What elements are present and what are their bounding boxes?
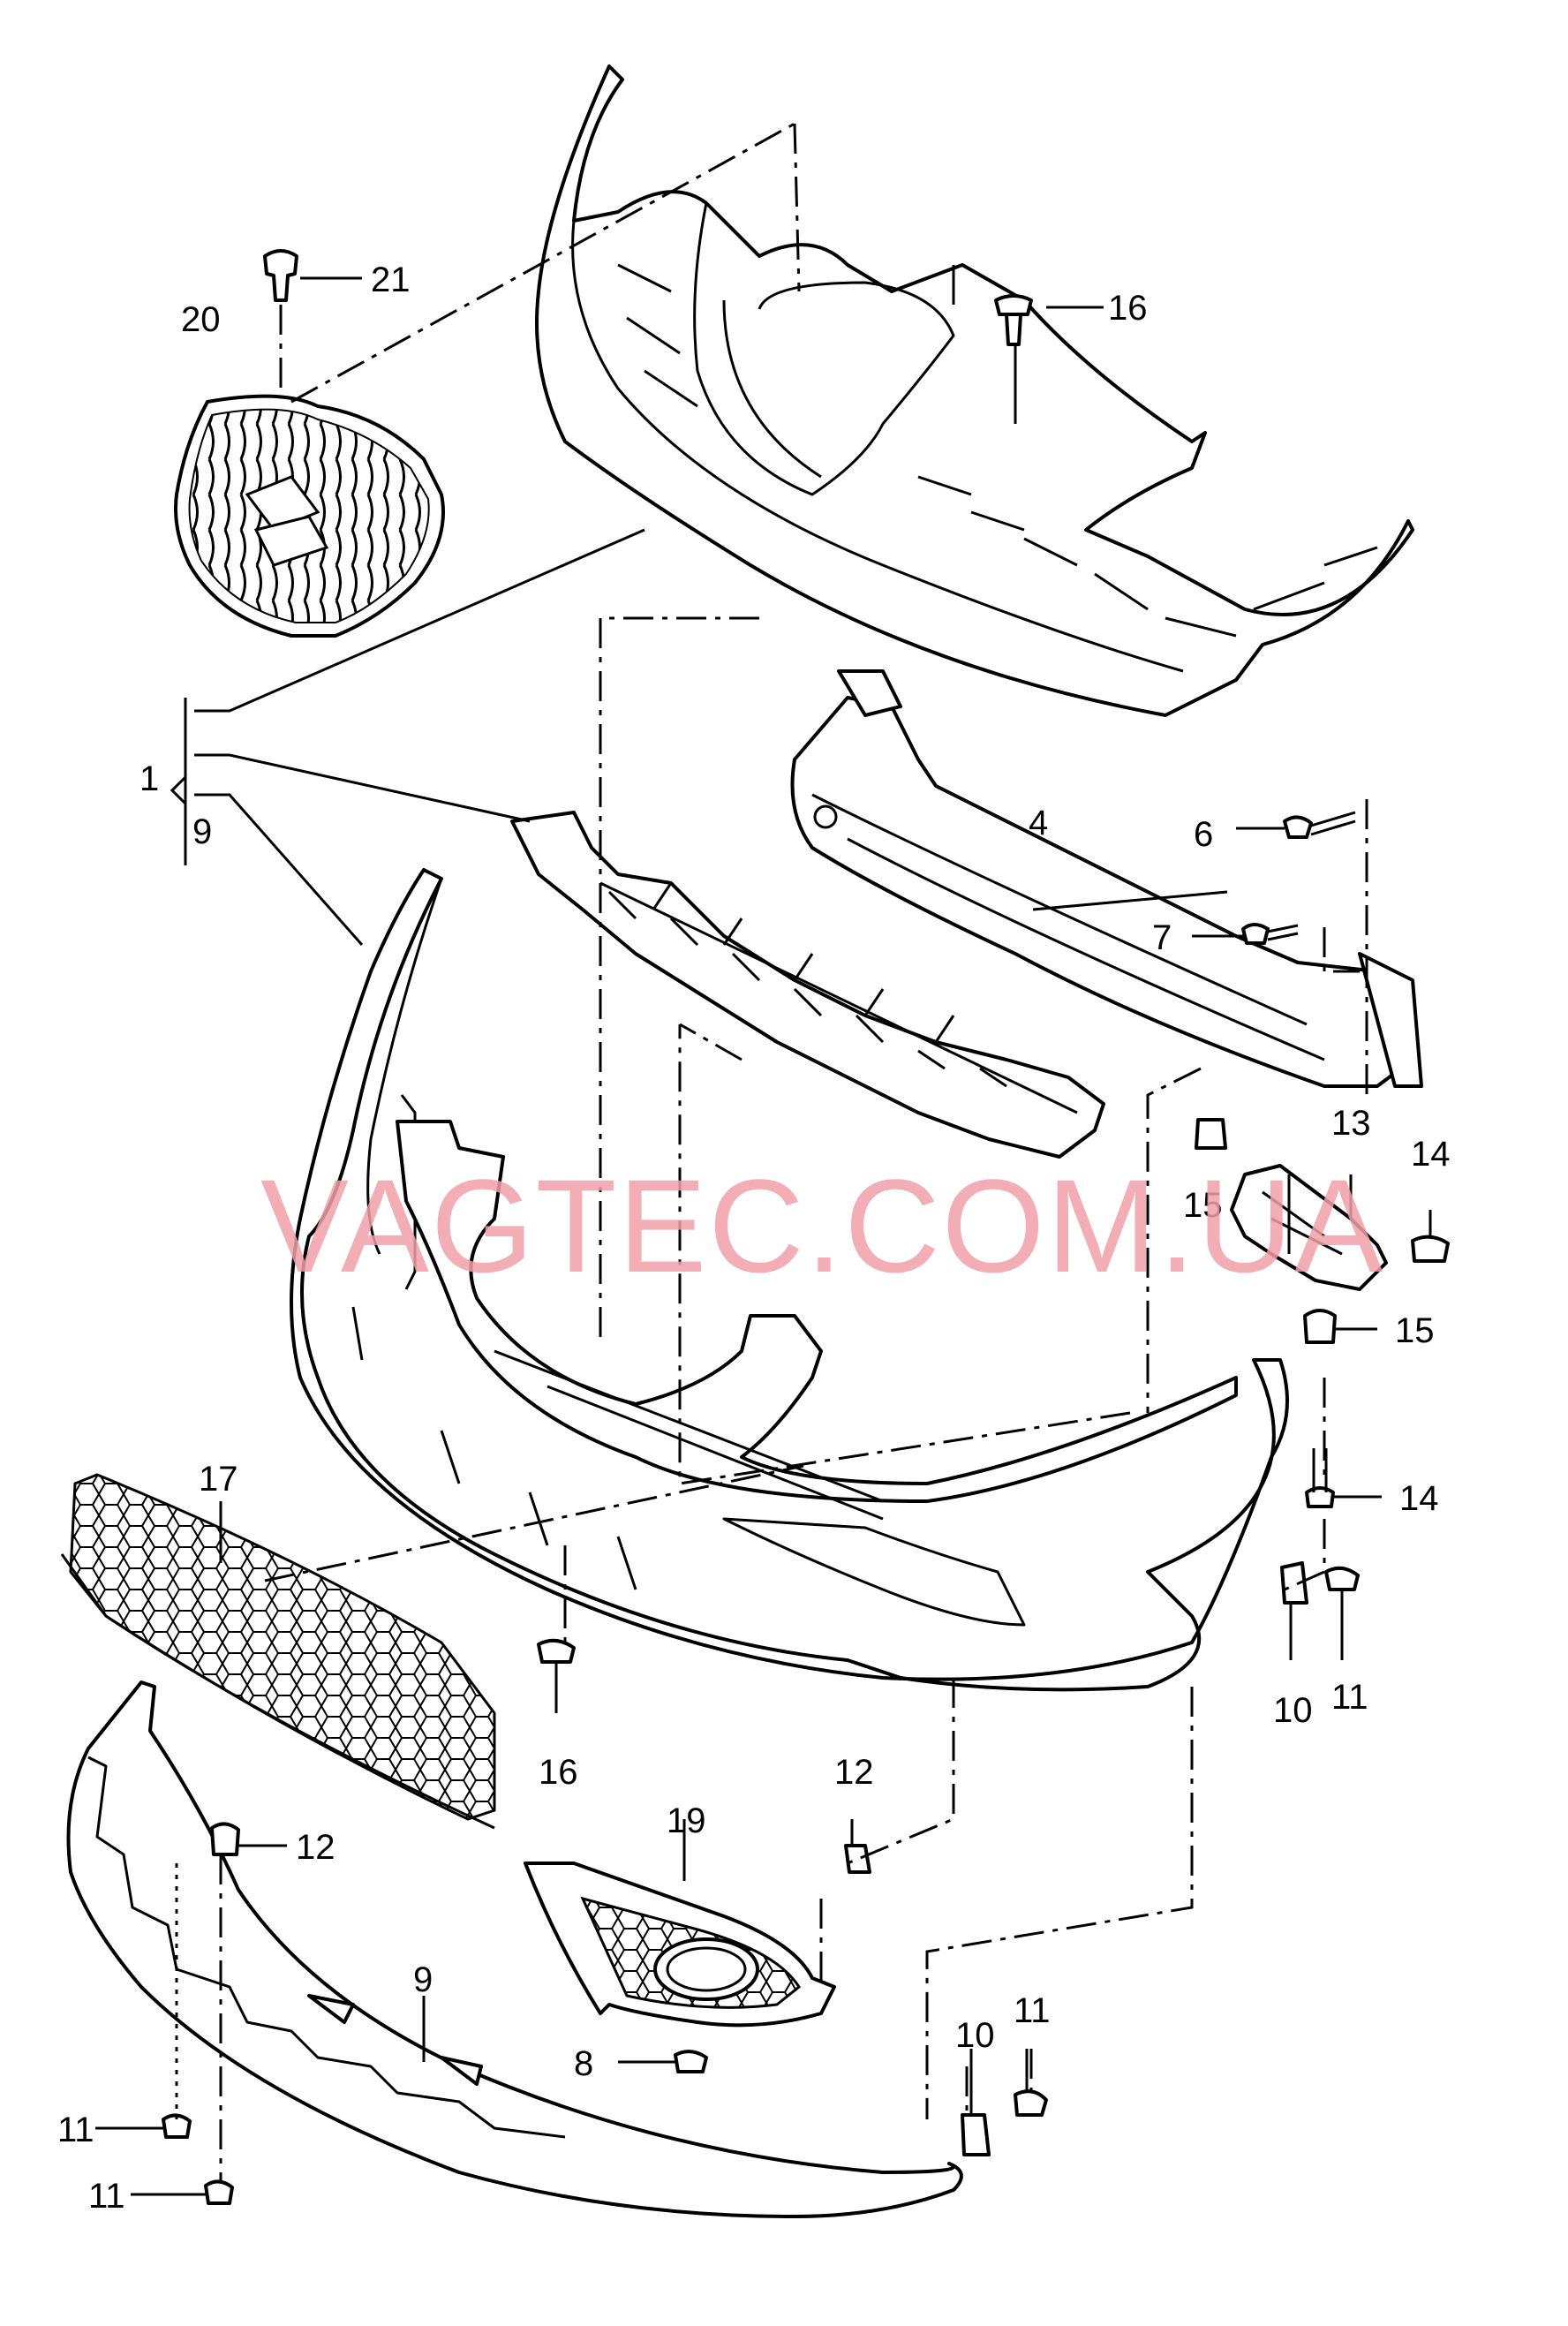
clip-12-left bbox=[210, 1822, 240, 1856]
bolt-6 bbox=[1283, 811, 1356, 839]
callout-13: 13 bbox=[1331, 1104, 1371, 1143]
clip-15-lower bbox=[1303, 1309, 1337, 1344]
center-lower-grille bbox=[60, 1473, 496, 1830]
callout-15: 15 bbox=[1183, 1186, 1223, 1225]
fasteners bbox=[162, 1118, 1450, 2205]
bolt-11-upper bbox=[1324, 1566, 1360, 1591]
callout-labels: 21 20 16 1 9 4 6 7 13 14 15 15 14 17 10 … bbox=[57, 261, 1451, 2216]
callout-7: 7 bbox=[1152, 918, 1172, 957]
bumper-beam bbox=[790, 669, 1423, 1088]
callout-1: 1 bbox=[139, 759, 159, 798]
bolt-14-lower bbox=[1305, 1486, 1335, 1508]
nut-10-lower bbox=[961, 2113, 991, 2156]
callout-14: 14 bbox=[1411, 1135, 1451, 1174]
assembly-lines bbox=[175, 122, 1368, 2181]
callout-17: 17 bbox=[199, 1460, 238, 1499]
callout-20: 20 bbox=[181, 300, 221, 339]
bolt-11-left-lower bbox=[204, 2179, 234, 2205]
callout-16: 16 bbox=[1108, 289, 1148, 328]
callout-6: 6 bbox=[1194, 815, 1213, 854]
bumper-cover bbox=[290, 868, 1289, 1692]
screw-16-upper bbox=[994, 294, 1033, 346]
bolt-11-left-upper bbox=[162, 2113, 192, 2139]
callout-4: 4 bbox=[1029, 804, 1048, 842]
impact-absorber bbox=[510, 811, 1105, 1159]
upper-bumper-carrier bbox=[535, 64, 1414, 717]
callout-15: 15 bbox=[1395, 1311, 1435, 1350]
callout-21: 21 bbox=[371, 261, 411, 299]
callout-12: 12 bbox=[296, 1828, 335, 1867]
screw-16-lower bbox=[537, 1638, 576, 1664]
callout-10: 10 bbox=[1273, 1691, 1313, 1730]
side-guide bbox=[1230, 1164, 1388, 1291]
callout-11: 11 bbox=[57, 2111, 94, 2149]
callout-9: 9 bbox=[413, 1960, 433, 1999]
callout-11: 11 bbox=[88, 2177, 125, 2216]
callout-14: 14 bbox=[1399, 1479, 1439, 1518]
callout-12: 12 bbox=[834, 1753, 874, 1792]
watermark: VAGTEC.COM.UA bbox=[260, 1152, 1384, 1300]
callout-8: 8 bbox=[574, 2044, 593, 2083]
callout-16: 16 bbox=[539, 1753, 578, 1792]
callout-11: 11 bbox=[1014, 1991, 1051, 2030]
fog-light-grille bbox=[524, 1862, 836, 2028]
assembly-brace bbox=[170, 528, 645, 946]
lower-spoiler bbox=[66, 1680, 963, 2218]
callout-19: 19 bbox=[667, 1801, 706, 1840]
bolt-11-right bbox=[1014, 2089, 1048, 2117]
callout-10: 10 bbox=[955, 2016, 995, 2055]
leader-lines bbox=[95, 276, 1432, 2196]
clip-12-right bbox=[844, 1844, 871, 1874]
nut-10-upper bbox=[1280, 1561, 1308, 1605]
radiator-grille bbox=[174, 394, 445, 638]
callout-9: 9 bbox=[192, 812, 212, 851]
bolt-7 bbox=[1241, 923, 1299, 945]
bolt-14-upper bbox=[1411, 1235, 1450, 1263]
callout-11: 11 bbox=[1331, 1678, 1368, 1717]
clip-15-upper bbox=[1195, 1118, 1227, 1150]
retaining-clip-21 bbox=[263, 249, 298, 302]
screw-8 bbox=[674, 2050, 708, 2073]
